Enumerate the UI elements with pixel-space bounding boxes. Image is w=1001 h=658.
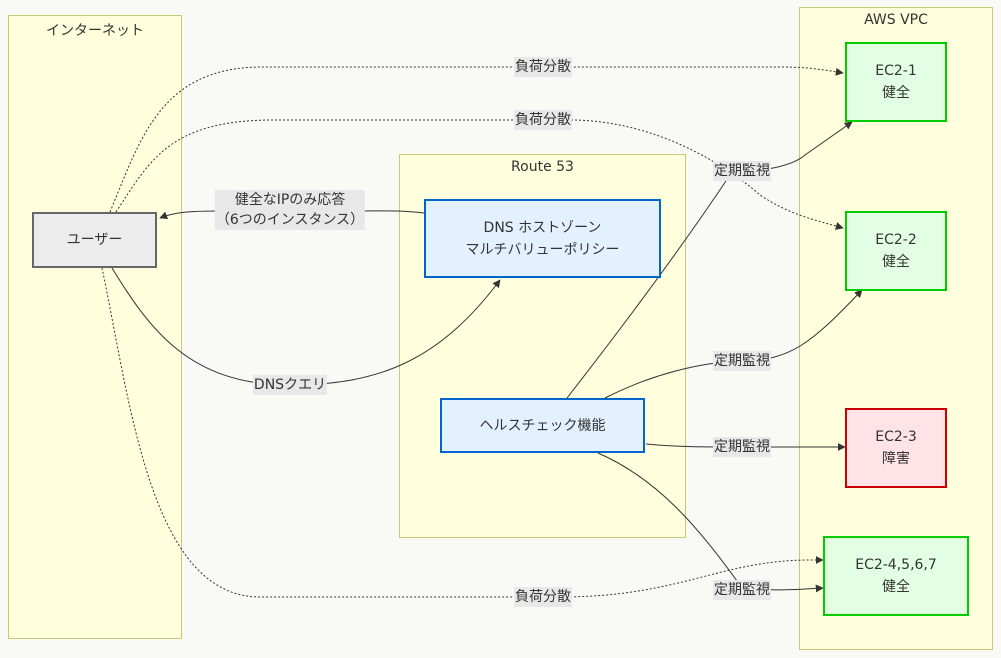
node-user[interactable]: ユーザー xyxy=(32,212,157,268)
node-ec2-3-name: EC2-3 xyxy=(875,429,917,445)
edge-label-lb-ec2-2: 負荷分散 xyxy=(514,110,572,130)
edge-label-dns-response-line2: （6つのインスタンス） xyxy=(215,212,365,228)
edge-hc-ec2-4 xyxy=(597,452,824,593)
edge-lb-ec2-1 xyxy=(109,66,844,213)
edge-label-dns-response: 健全なIPのみ応答 （6つのインスタンス） xyxy=(214,190,366,230)
node-ec2-2-name: EC2-2 xyxy=(875,232,917,248)
edge-label-hc-ec2-3: 定期監視 xyxy=(713,437,771,457)
node-dns-line1: DNS ホストゾーン xyxy=(483,219,602,236)
cluster-internet-title: インターネット xyxy=(46,23,144,39)
edge-lb-ec2-4 xyxy=(101,267,824,598)
node-ec2-1-name: EC2-1 xyxy=(875,63,917,79)
edge-label-hc-ec2-1: 定期監視 xyxy=(713,161,771,181)
edge-hc-ec2-2 xyxy=(604,289,863,399)
node-dns-line2: マルチバリューポリシー xyxy=(465,241,620,258)
edge-label-lb-ec2-4: 負荷分散 xyxy=(514,587,572,607)
node-ec2-1[interactable]: EC2-1 健全 xyxy=(845,42,947,122)
cluster-internet: インターネット xyxy=(8,15,182,639)
node-ec2-4-status: 健全 xyxy=(882,579,910,595)
edge-label-hc-ec2-4: 定期監視 xyxy=(713,580,771,600)
cluster-route53-title: Route 53 xyxy=(511,159,574,175)
node-ec2-4-name: EC2-4,5,6,7 xyxy=(855,557,937,573)
node-ec2-1-status: 健全 xyxy=(882,85,910,101)
edge-label-lb-ec2-1: 負荷分散 xyxy=(514,57,572,77)
node-ec2-3[interactable]: EC2-3 障害 xyxy=(845,408,947,488)
node-user-label: ユーザー xyxy=(66,232,123,248)
node-ec2-3-status: 障害 xyxy=(882,451,910,467)
node-ec2-2-status: 健全 xyxy=(882,254,910,270)
node-ec2-4-7[interactable]: EC2-4,5,6,7 健全 xyxy=(823,536,969,616)
edge-lb-ec2-2 xyxy=(115,119,844,230)
edge-hc-ec2-1 xyxy=(566,121,853,399)
edge-label-dns-response-line1: 健全なIPのみ応答 xyxy=(234,192,346,208)
node-ec2-2[interactable]: EC2-2 健全 xyxy=(845,211,947,291)
edge-label-dns-query: DNSクエリ xyxy=(252,375,328,395)
edge-dns-query xyxy=(111,267,501,386)
node-health-check[interactable]: ヘルスチェック機能 xyxy=(440,398,645,453)
cluster-vpc-title: AWS VPC xyxy=(864,12,928,28)
edge-label-hc-ec2-2: 定期監視 xyxy=(713,351,771,371)
node-dns-hosted-zone[interactable]: DNS ホストゾーン マルチバリューポリシー xyxy=(424,199,661,278)
node-health-label: ヘルスチェック機能 xyxy=(479,417,606,434)
